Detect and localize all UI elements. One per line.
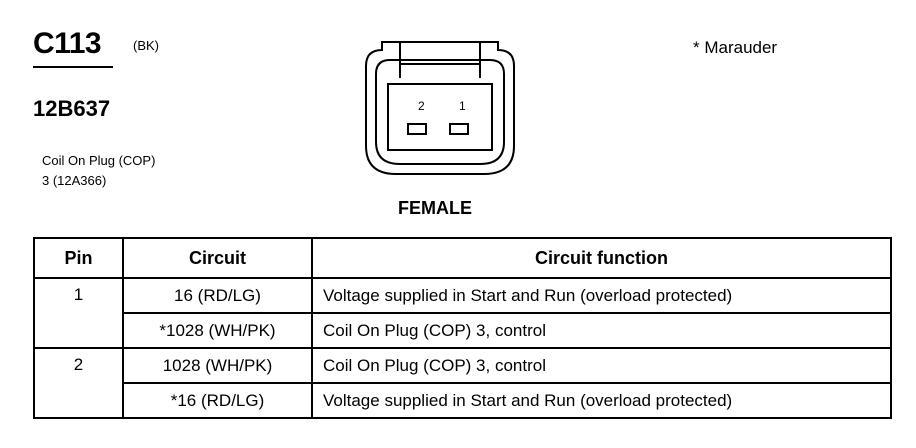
function-cell: Voltage supplied in Start and Run (overl… bbox=[311, 277, 892, 314]
function-cell: Coil On Plug (COP) 3, control bbox=[311, 347, 892, 384]
component-description-line2: 3 (12A366) bbox=[42, 173, 107, 188]
connector-color: (BK) bbox=[133, 38, 159, 53]
component-description-line1: Coil On Plug (COP) bbox=[42, 153, 156, 168]
table-row: 2 1028 (WH/PK) Coil On Plug (COP) 3, con… bbox=[33, 347, 892, 419]
table-header-row: Pin Circuit Circuit function bbox=[33, 237, 892, 279]
circuit-cell: *1028 (WH/PK) bbox=[122, 312, 313, 349]
table-row: *16 (RD/LG) Voltage supplied in Start an… bbox=[34, 382, 892, 419]
table-row: *1028 (WH/PK) Coil On Plug (COP) 3, cont… bbox=[34, 312, 892, 349]
pin-cell: 2 bbox=[33, 347, 124, 419]
function-cell: Coil On Plug (COP) 3, control bbox=[311, 312, 892, 349]
connector-gender-label: FEMALE bbox=[398, 198, 472, 218]
header-pin: Pin bbox=[33, 237, 124, 279]
connector-id: C113 bbox=[33, 27, 102, 60]
circuit-cell: 16 (RD/LG) bbox=[122, 277, 313, 314]
function-cell: Voltage supplied in Start and Run (overl… bbox=[311, 382, 892, 419]
pin-label-2: 2 bbox=[418, 99, 425, 113]
connector-id-underline bbox=[33, 66, 113, 68]
table-row: 1 16 (RD/LG) Voltage supplied in Start a… bbox=[33, 277, 892, 349]
circuit-cell: 1028 (WH/PK) bbox=[122, 347, 313, 384]
pin-label-1: 1 bbox=[459, 99, 466, 113]
header-circuit-function: Circuit function bbox=[311, 237, 892, 279]
circuit-cell: *16 (RD/LG) bbox=[122, 382, 313, 419]
part-number: 12B637 bbox=[33, 96, 111, 121]
marauder-note: * Marauder bbox=[693, 38, 778, 57]
header-circuit: Circuit bbox=[122, 237, 313, 279]
pin-cell: 1 bbox=[33, 277, 124, 349]
pin-1-cavity bbox=[449, 123, 469, 135]
connector-face-drawing bbox=[365, 41, 515, 175]
pinout-table: Pin Circuit Circuit function 1 16 (RD/LG… bbox=[33, 237, 892, 419]
pin-2-cavity bbox=[407, 123, 427, 135]
